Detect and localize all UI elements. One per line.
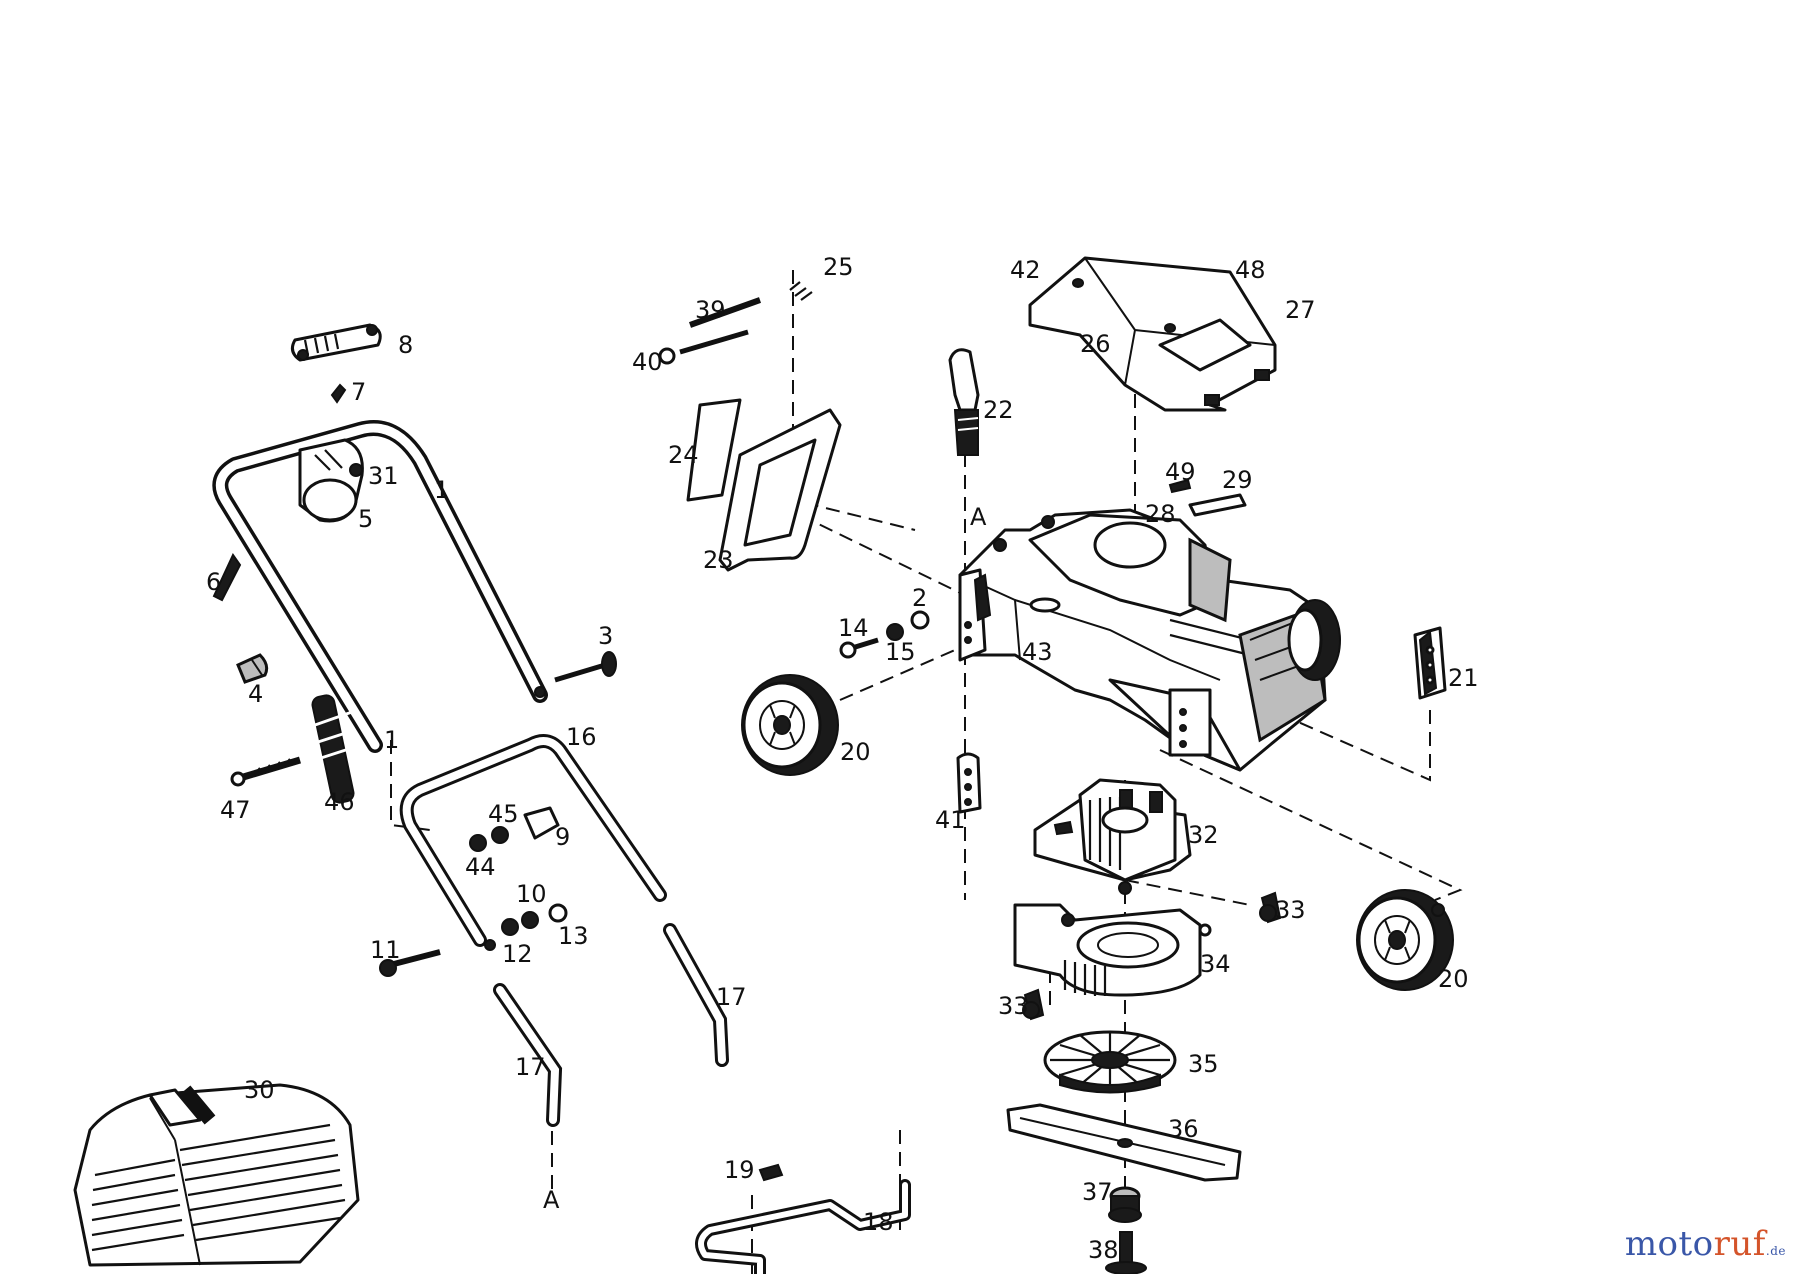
label: 31 [368, 462, 399, 490]
height-adjuster-left [956, 752, 982, 814]
label: 18 [863, 1208, 894, 1236]
label: 48 [1235, 256, 1266, 284]
label: 7 [351, 378, 366, 406]
label: 2 [912, 584, 927, 612]
discharge-tube [948, 348, 980, 456]
label: 21 [1448, 664, 1479, 692]
label: 30 [244, 1076, 275, 1104]
label: 39 [695, 296, 726, 324]
label: 3 [598, 622, 613, 650]
label: 36 [1168, 1115, 1199, 1143]
wheel-rear [1356, 889, 1454, 991]
motor-screws [1022, 891, 1282, 1021]
grass-catcher [73, 1083, 360, 1267]
label: 8 [398, 331, 413, 359]
label: 1 [384, 726, 399, 754]
cutting-blade [1006, 1103, 1242, 1182]
label: 23 [703, 546, 734, 574]
label: 44 [465, 853, 496, 881]
label: 15 [885, 638, 916, 666]
label: 10 [516, 880, 547, 908]
rear-flap-bracket [695, 1163, 911, 1274]
label: 13 [558, 922, 589, 950]
grass-catcher-grille [91, 1097, 346, 1266]
rear-flap [658, 281, 842, 572]
label: 45 [488, 800, 519, 828]
label: 25 [823, 253, 854, 281]
label: 20 [840, 738, 871, 766]
wheel-front [741, 674, 839, 776]
label: 12 [502, 940, 533, 968]
label: 11 [370, 936, 401, 964]
label: 1 [434, 476, 449, 504]
label: 38 [1088, 1236, 1119, 1264]
fan-housing [1013, 903, 1212, 997]
label: 16 [566, 723, 597, 751]
label: 46 [324, 788, 355, 816]
part-labels: 1 1 2 3 4 5 6 7 8 9 10 11 12 13 14 15 16… [206, 253, 1479, 1264]
label: 5 [358, 505, 373, 533]
lower-handle [379, 734, 729, 1127]
label: 9 [555, 823, 570, 851]
motor [1033, 778, 1192, 895]
label: 41 [935, 806, 966, 834]
deck-small-parts [1168, 478, 1247, 517]
height-adjuster-right [1413, 626, 1447, 700]
label: 4 [248, 680, 263, 708]
label: 37 [1082, 1178, 1113, 1206]
label: 40 [632, 348, 663, 376]
brand-part-1: moto [1624, 1224, 1714, 1264]
label: 34 [1200, 950, 1231, 978]
label: 42 [1010, 256, 1041, 284]
blade-hub [1105, 1186, 1147, 1274]
motor-cover [1028, 256, 1277, 412]
label: 32 [1188, 821, 1219, 849]
label: 28 [1145, 500, 1176, 528]
label: 14 [838, 614, 869, 642]
label: 47 [220, 796, 251, 824]
label: 17 [515, 1053, 546, 1081]
label: 17 [716, 983, 747, 1011]
upper-handle [212, 323, 617, 804]
brand-part-2: ruf [1713, 1224, 1766, 1264]
axle-fasteners [839, 610, 930, 659]
mower-deck [958, 508, 1341, 772]
label: 20 [1438, 965, 1469, 993]
label: 26 [1080, 330, 1111, 358]
cooling-fan [1043, 1030, 1177, 1094]
label: 35 [1188, 1050, 1219, 1078]
label: 19 [724, 1156, 755, 1184]
label: 49 [1165, 458, 1196, 486]
label: 6 [206, 568, 221, 596]
label: 29 [1222, 466, 1253, 494]
label: 22 [983, 396, 1014, 424]
label: 43 [1022, 638, 1053, 666]
label: A [543, 1186, 560, 1214]
brand-watermark: motoruf.de [1625, 1224, 1786, 1264]
label: 33 [998, 992, 1029, 1020]
label: A [970, 503, 987, 531]
label: 33 [1275, 896, 1306, 924]
brand-suffix: .de [1765, 1244, 1786, 1258]
label: 24 [668, 441, 699, 469]
label: 27 [1285, 296, 1316, 324]
